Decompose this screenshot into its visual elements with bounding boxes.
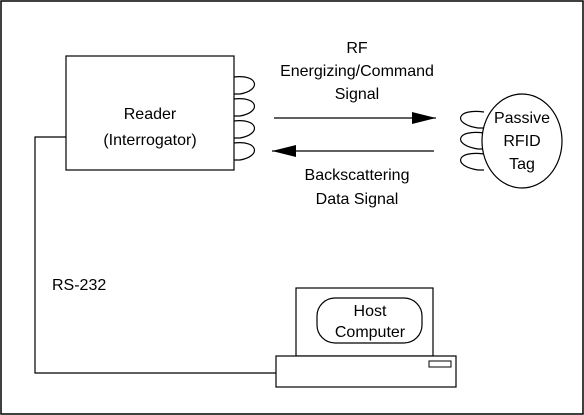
reader-label-line2: (Interrogator) [103,132,196,149]
tag-label-line3: Tag [509,156,535,173]
host-computer-node: Host Computer [275,287,457,388]
tag-circle [481,93,563,189]
tag-antenna-coil [459,110,485,171]
forward-signal-label-line2: Energizing/Command [280,63,434,80]
host-label-line1: Host [354,303,387,320]
reader-label-line1: Reader [124,106,177,123]
forward-signal-label-line3: Signal [335,86,379,103]
tag-label-line1: Passive [494,110,550,127]
passive-rfid-tag-node: Passive RFID Tag [481,93,563,189]
tag-label-line2: RFID [503,133,540,150]
backscatter-label-line1: Backscattering [305,167,410,184]
reader-antenna-coil [233,76,255,161]
computer-base [275,355,457,388]
backscatter-label-line2: Data Signal [316,191,399,208]
host-label-line2: Computer [335,324,406,341]
monitor-screen [316,297,423,344]
forward-signal-label-line1: RF [346,40,368,57]
rs232-connection-line [34,136,276,374]
reader-box [65,55,235,171]
rs232-label: RS-232 [52,277,106,294]
disk-drive-slot [428,360,452,368]
reader-node: Reader (Interrogator) [65,55,235,171]
